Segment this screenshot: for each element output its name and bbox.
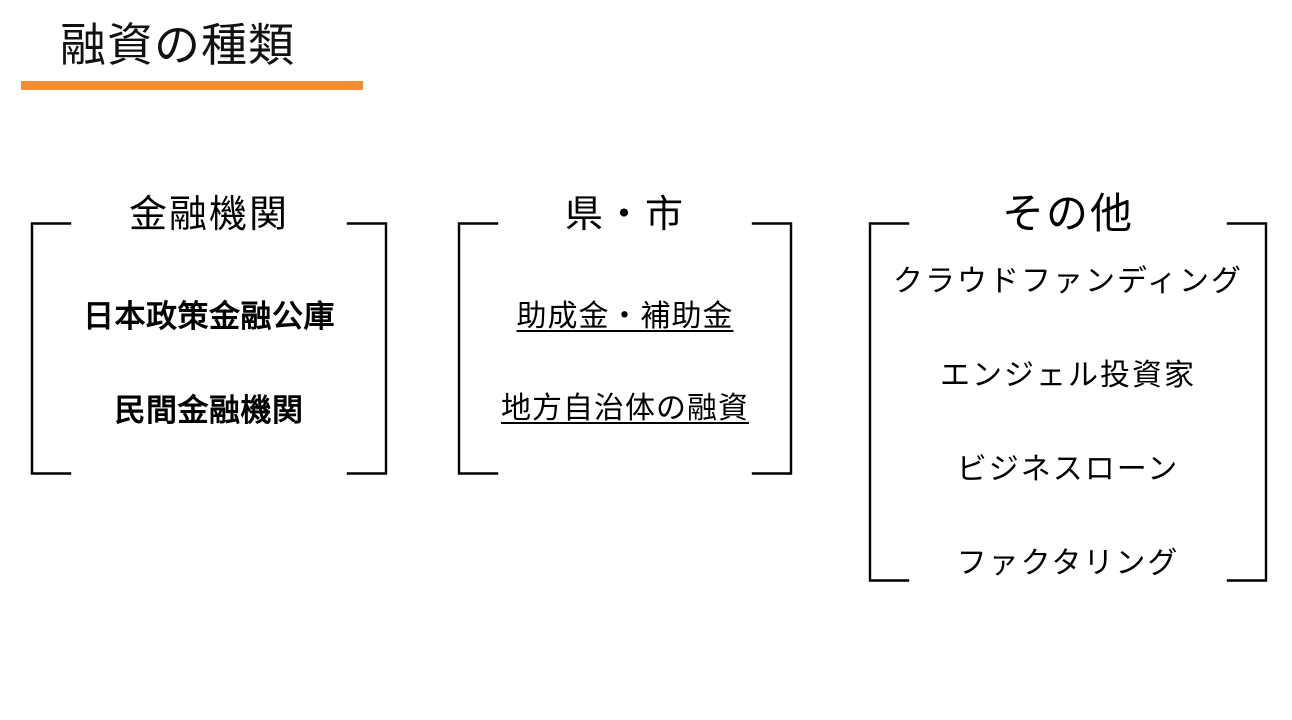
list-item: ビジネスローン	[956, 453, 1180, 486]
group-items-financial-institutions: 日本政策金融公庫 民間金融機関	[30, 297, 388, 431]
group-heading-other: その他	[1001, 190, 1134, 237]
list-item: 日本政策金融公庫	[83, 299, 335, 334]
list-item: 民間金融機関	[114, 393, 304, 428]
group-items-other: クラウドファンディング エンジェル投資家 ビジネスローン ファクタリング	[868, 262, 1268, 584]
list-item: 地方自治体の融資	[501, 392, 749, 425]
list-item: エンジェル投資家	[940, 359, 1196, 392]
group-heading-prefecture-city: 県・市	[564, 194, 685, 236]
page-title: 融資の種類	[60, 19, 295, 71]
list-item: クラウドファンディング	[893, 265, 1243, 298]
group-items-prefecture-city: 助成金・補助金 地方自治体の融資	[457, 297, 793, 429]
title-accent-bar	[21, 81, 363, 90]
list-item: ファクタリング	[956, 547, 1180, 580]
list-item: 助成金・補助金	[516, 300, 734, 333]
group-heading-financial-institutions: 金融機関	[128, 194, 289, 236]
